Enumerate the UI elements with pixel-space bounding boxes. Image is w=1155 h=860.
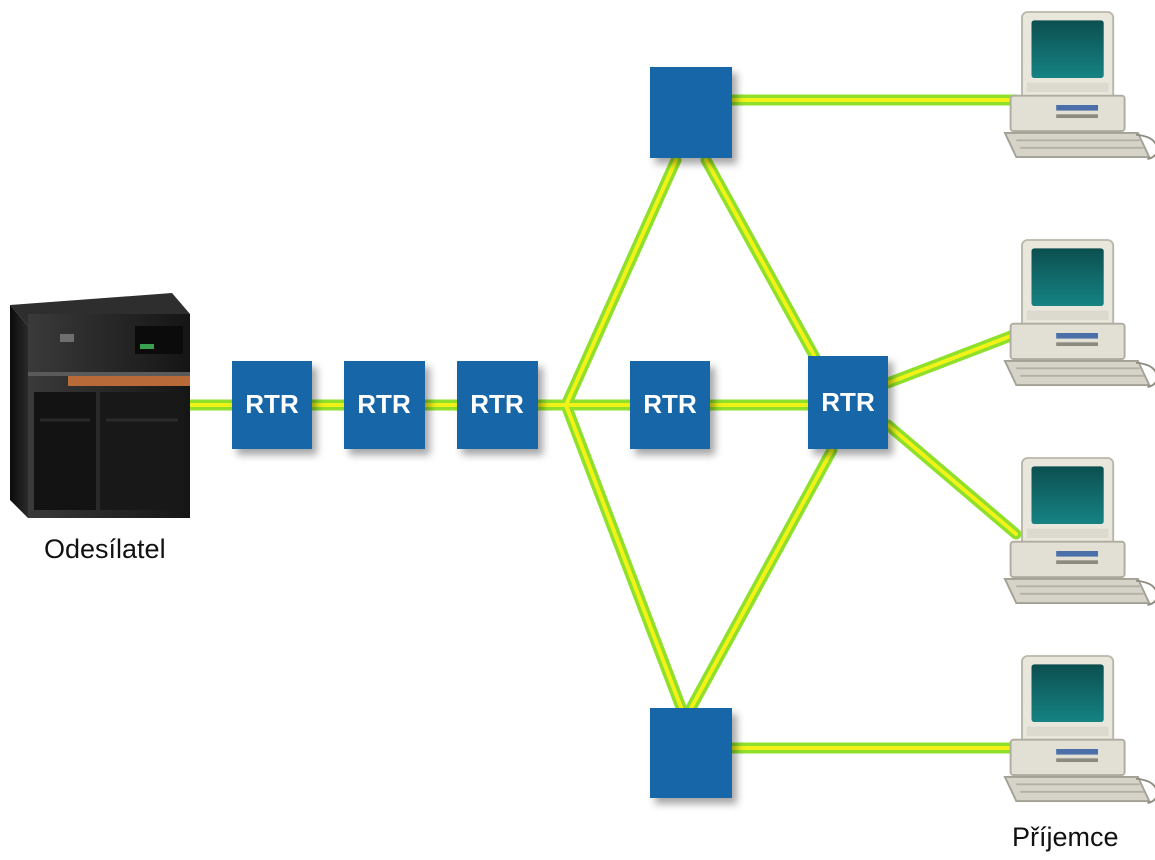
pc-icon [1003,11,1155,160]
router-label: RTR [470,389,524,419]
router-label: RTR [245,389,299,419]
router-label: RTR [643,389,697,419]
server-icon [10,293,190,518]
router-node: RTR [457,361,538,449]
switch-node-bottom [650,708,732,798]
receiver-label: Příjemce [1012,822,1119,852]
router-node: RTR [232,361,312,449]
sender-label: Odesílatel [44,534,166,564]
switch-node-top [650,67,732,158]
router-label: RTR [357,389,411,419]
router-label: RTR [821,387,875,417]
router-node: RTR [344,361,425,449]
network-links [184,94,1022,754]
router-node: RTR [630,361,710,449]
pc-icon [1003,457,1155,606]
router-node: RTR [808,356,888,449]
pc-icon [1003,239,1155,388]
pc-icon [1003,655,1155,804]
